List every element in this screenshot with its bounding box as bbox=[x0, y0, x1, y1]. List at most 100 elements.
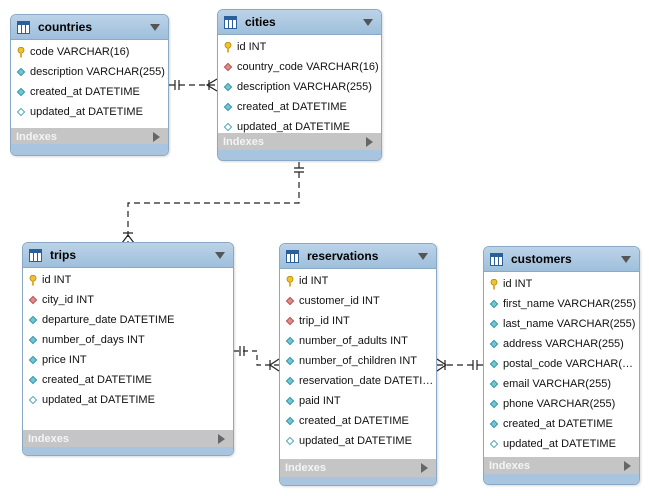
table-header[interactable]: reservations bbox=[280, 244, 436, 269]
column-list: id INT country_code VARCHAR(16) descriptio… bbox=[218, 35, 381, 137]
expand-triangle-icon[interactable] bbox=[624, 461, 631, 471]
column-text: updated_at DATETIME bbox=[237, 121, 350, 133]
column-row[interactable]: first_name VARCHAR(255) bbox=[484, 294, 639, 314]
nullable-column-icon bbox=[16, 107, 26, 117]
table-name: trips bbox=[50, 248, 77, 262]
column-text: description VARCHAR(255) bbox=[237, 81, 372, 93]
not-null-column-icon bbox=[285, 416, 295, 426]
column-list: code VARCHAR(16) description VARCHAR(255)… bbox=[11, 40, 168, 122]
not-null-column-icon bbox=[489, 379, 499, 389]
table-name: reservations bbox=[307, 249, 379, 263]
column-row[interactable]: created_at DATETIME bbox=[11, 82, 168, 102]
column-row[interactable]: email VARCHAR(255) bbox=[484, 374, 639, 394]
column-row[interactable]: departure_date DATETIME bbox=[23, 310, 233, 330]
indexes-label: Indexes bbox=[223, 136, 264, 148]
foreign-key-icon bbox=[223, 62, 233, 72]
expand-triangle-icon[interactable] bbox=[421, 463, 428, 473]
column-row[interactable]: created_at DATETIME bbox=[218, 97, 381, 117]
column-row[interactable]: id INT bbox=[280, 271, 436, 291]
table-countries[interactable]: countries code VARCHAR(16) description VA… bbox=[10, 14, 169, 156]
column-row[interactable]: trip_id INT bbox=[280, 311, 436, 331]
column-row[interactable]: created_at DATETIME bbox=[23, 370, 233, 390]
column-row[interactable]: phone VARCHAR(255) bbox=[484, 394, 639, 414]
expand-triangle-icon[interactable] bbox=[153, 132, 160, 142]
column-row[interactable]: description VARCHAR(255) bbox=[218, 77, 381, 97]
table-icon bbox=[224, 15, 237, 29]
column-row[interactable]: id INT bbox=[484, 274, 639, 294]
indexes-bar[interactable]: Indexes bbox=[218, 133, 381, 151]
indexes-bar[interactable]: Indexes bbox=[11, 128, 168, 146]
table-header[interactable]: countries bbox=[11, 15, 168, 40]
column-text: price INT bbox=[42, 354, 87, 366]
column-row[interactable]: id INT bbox=[23, 270, 233, 290]
column-list: id INT city_id INT departure_date DATETIME… bbox=[23, 268, 233, 410]
table-footer bbox=[11, 144, 168, 155]
column-row[interactable]: created_at DATETIME bbox=[280, 411, 436, 431]
column-row[interactable]: customer_id INT bbox=[280, 291, 436, 311]
collapse-triangle-icon[interactable] bbox=[215, 251, 225, 259]
not-null-column-icon bbox=[28, 355, 38, 365]
column-text: created_at DATETIME bbox=[503, 418, 613, 430]
column-row[interactable]: updated_at DATETIME bbox=[23, 390, 233, 410]
column-row[interactable]: last_name VARCHAR(255) bbox=[484, 314, 639, 334]
column-row[interactable]: updated_at DATETIME bbox=[280, 431, 436, 451]
rel-cities-trips bbox=[127, 162, 300, 243]
column-row[interactable]: updated_at DATETIME bbox=[484, 434, 639, 454]
table-header[interactable]: customers bbox=[484, 247, 639, 272]
column-row[interactable]: id INT bbox=[218, 37, 381, 57]
column-row[interactable]: number_of_adults INT bbox=[280, 331, 436, 351]
column-row[interactable]: code VARCHAR(16) bbox=[11, 42, 168, 62]
column-row[interactable]: paid INT bbox=[280, 391, 436, 411]
collapse-triangle-icon[interactable] bbox=[363, 18, 373, 26]
column-row[interactable]: number_of_days INT bbox=[23, 330, 233, 350]
not-null-column-icon bbox=[28, 375, 38, 385]
column-row[interactable]: address VARCHAR(255) bbox=[484, 334, 639, 354]
column-row[interactable]: reservation_date DATETI… bbox=[280, 371, 436, 391]
rel-trips-reservations-one-mark bbox=[239, 346, 245, 356]
column-text: number_of_adults INT bbox=[299, 335, 408, 347]
expand-triangle-icon[interactable] bbox=[218, 434, 225, 444]
table-header[interactable]: trips bbox=[23, 243, 233, 268]
column-text: first_name VARCHAR(255) bbox=[503, 298, 637, 310]
column-text: updated_at DATETIME bbox=[30, 106, 143, 118]
nullable-column-icon bbox=[285, 436, 295, 446]
table-trips[interactable]: trips id INT city_id INT departure_date DA… bbox=[22, 242, 234, 456]
indexes-bar[interactable]: Indexes bbox=[280, 459, 436, 477]
column-row[interactable]: number_of_children INT bbox=[280, 351, 436, 371]
column-row[interactable]: postal_code VARCHAR(… bbox=[484, 354, 639, 374]
rel-countries-cities-many-mark bbox=[205, 78, 218, 92]
column-row[interactable]: created_at DATETIME bbox=[484, 414, 639, 434]
not-null-column-icon bbox=[489, 299, 499, 309]
column-text: reservation_date DATETI… bbox=[299, 375, 434, 387]
indexes-bar[interactable]: Indexes bbox=[23, 430, 233, 448]
column-row[interactable]: price INT bbox=[23, 350, 233, 370]
expand-triangle-icon[interactable] bbox=[366, 137, 373, 147]
column-text: country_code VARCHAR(16) bbox=[237, 61, 379, 73]
column-text: city_id INT bbox=[42, 294, 94, 306]
table-customers[interactable]: customers id INT first_name VARCHAR(255) l… bbox=[483, 246, 640, 485]
rel-customers-reservations-many-mark bbox=[436, 358, 448, 372]
collapse-triangle-icon[interactable] bbox=[418, 252, 428, 260]
column-text: updated_at DATETIME bbox=[42, 394, 155, 406]
table-cities[interactable]: cities id INT country_code VARCHAR(16) des… bbox=[217, 9, 382, 161]
table-header[interactable]: cities bbox=[218, 10, 381, 35]
column-list: id INT first_name VARCHAR(255) last_name V… bbox=[484, 272, 639, 454]
column-row[interactable]: country_code VARCHAR(16) bbox=[218, 57, 381, 77]
not-null-column-icon bbox=[489, 339, 499, 349]
column-row[interactable]: city_id INT bbox=[23, 290, 233, 310]
column-row[interactable]: updated_at DATETIME bbox=[11, 102, 168, 122]
column-text: address VARCHAR(255) bbox=[503, 338, 624, 350]
rel-countries-cities-one-mark bbox=[174, 80, 180, 90]
rel-trips-reservations bbox=[234, 350, 279, 366]
foreign-key-icon bbox=[28, 295, 38, 305]
column-text: postal_code VARCHAR(… bbox=[503, 358, 634, 370]
column-text: trip_id INT bbox=[299, 315, 350, 327]
collapse-triangle-icon[interactable] bbox=[150, 23, 160, 31]
column-row[interactable]: description VARCHAR(255) bbox=[11, 62, 168, 82]
indexes-bar[interactable]: Indexes bbox=[484, 457, 639, 475]
column-text: code VARCHAR(16) bbox=[30, 46, 130, 58]
collapse-triangle-icon[interactable] bbox=[621, 255, 631, 263]
primary-key-icon bbox=[16, 46, 26, 58]
table-footer bbox=[484, 474, 639, 484]
